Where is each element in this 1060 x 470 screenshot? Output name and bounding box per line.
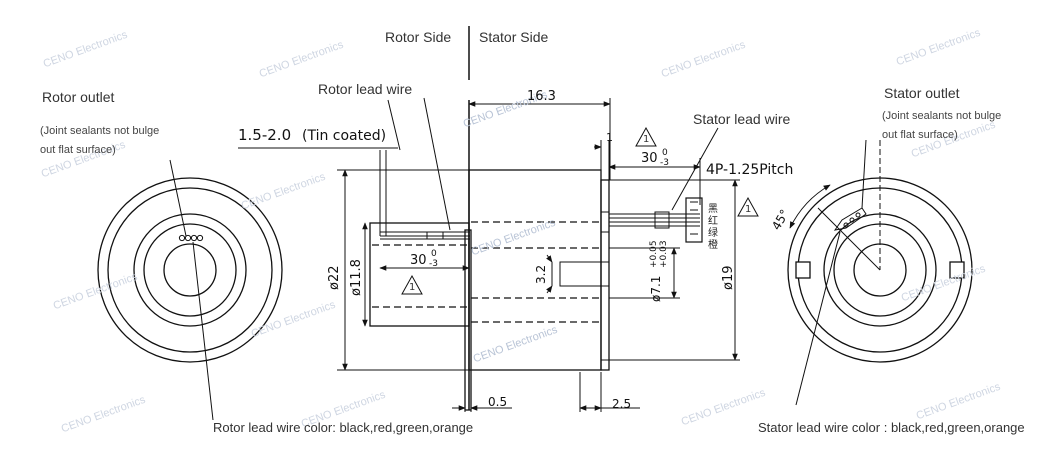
stator-wire-length: 30 [641, 151, 658, 166]
stator-wire-color-note: Stator lead wire color : black,red,green… [758, 420, 1025, 435]
stator-side-label: Stator Side [479, 29, 549, 45]
body-length-dimension: 16.3 [527, 89, 556, 104]
side-view-body [369, 169, 610, 411]
stator-outlet-note: (Joint sealants not bulge [882, 110, 1002, 122]
warning-icon: 1 [409, 282, 416, 293]
stator-lead-wire-label: Stator lead wire [693, 111, 791, 127]
rotor-wire-length: 30 [410, 253, 427, 268]
stator-outlet-note: out flat surface) [882, 129, 958, 141]
gap-dimension: 1 [606, 131, 613, 144]
rotor-outlet-note: out flat surface) [40, 144, 116, 156]
rotor-end-view [97, 159, 283, 421]
outer-diameter-dimension: ø22 [327, 265, 342, 291]
inner-diameter-tol-upper: +0.05 [649, 240, 659, 268]
inner-diameter-tol-lower: +0.03 [659, 240, 669, 268]
rotor-side-label: Rotor Side [385, 29, 452, 45]
wire-color-cn: 绿 [708, 228, 718, 239]
rotor-wire-tol-upper: 0 [431, 249, 437, 259]
rotor-wire-color-note: Rotor lead wire color: black,red,green,o… [213, 420, 474, 435]
tin-coated-note: (Tin coated) [302, 128, 387, 144]
warning-triangles [401, 126, 759, 295]
rotor-outlet-note: (Joint sealants not bulge [40, 125, 160, 137]
warning-icon: 1 [745, 204, 752, 215]
connector-pitch-label: 4P-1.25Pitch [706, 162, 794, 178]
rotor-lead-wires [379, 97, 470, 240]
stator-outlet-title: Stator outlet [884, 85, 960, 101]
rotor-lead-wire-label: Rotor lead wire [318, 81, 413, 97]
step-dimension: 3.2 [534, 264, 548, 284]
wire-color-cn: 橙 [708, 240, 718, 251]
shoulder-dimension: 2.5 [612, 397, 632, 411]
dimension-lines [238, 98, 740, 412]
wire-color-cn: 黑 [708, 204, 718, 215]
inner-diameter-dimension: ø7.1 [649, 275, 663, 302]
flange-thickness-dimension: 0.5 [488, 395, 508, 409]
stator-wire-tol-lower: -3 [660, 158, 669, 168]
stator-end-view [787, 139, 973, 406]
bore-diameter-dimension: ø11.8 [349, 259, 364, 296]
warning-icon: 1 [643, 134, 650, 145]
stator-outlet-block-icon [833, 207, 867, 231]
rotor-outlet-title: Rotor outlet [42, 89, 115, 105]
stator-diameter-dimension: ø19 [721, 265, 736, 291]
rotor-wire-tol-lower: -3 [429, 259, 438, 269]
stator-wire-tol-upper: 0 [662, 148, 668, 158]
rotor-outlet-holes-icon [178, 234, 204, 242]
wire-color-cn: 红 [708, 216, 718, 227]
stator-lead-wires [609, 127, 719, 243]
tin-coated-dimension: 1.5-2.0 [238, 126, 292, 144]
